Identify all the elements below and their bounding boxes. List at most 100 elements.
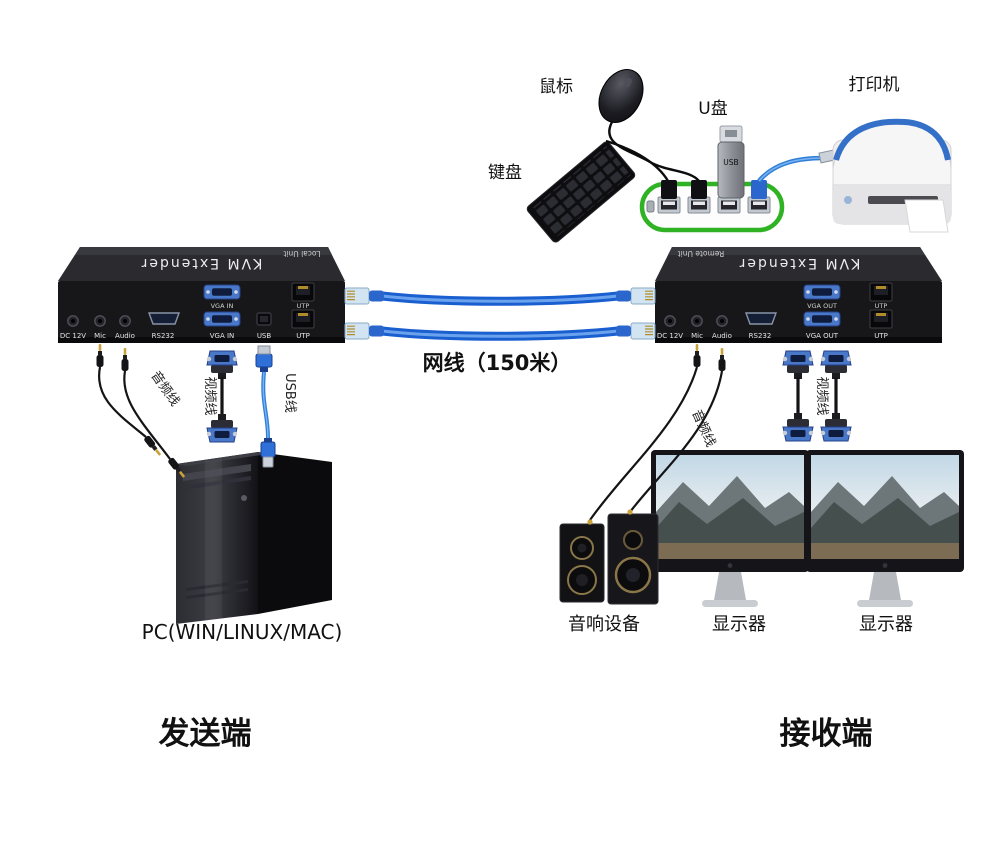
rj45-port-upper-local — [291, 282, 315, 302]
port-label: VGA OUT — [807, 302, 837, 310]
speakers-label: 音响设备 — [568, 614, 640, 635]
port-label: UTP — [874, 332, 888, 340]
vga-connector-icon — [782, 412, 814, 442]
power-button-icon — [241, 495, 247, 501]
kvm-local-device: KVM Extender Local Unit VGA IN UTP DC 12… — [58, 247, 345, 343]
network-cable-label: 网线（150米） — [423, 351, 572, 375]
port-label: VGA IN — [210, 332, 235, 340]
left-usb-cable: USB线 — [255, 345, 297, 468]
mic-jack-local — [94, 315, 106, 327]
vga-port-upper-remote — [803, 284, 841, 300]
usb-flash-drive: USB — [717, 125, 745, 199]
vga-connector-icon — [206, 413, 238, 443]
printer-paper-icon — [904, 199, 949, 233]
port-label: Mic — [691, 332, 703, 340]
pc-label: PC(WIN/LINUX/MAC) — [142, 620, 343, 644]
left-audio-cables: 音频线 — [96, 344, 187, 480]
port-label: Audio — [115, 332, 135, 340]
rj45-plug-icon — [615, 287, 656, 305]
usb-cable-label-left: USB线 — [282, 373, 297, 413]
audio-jack-tip-icon — [627, 509, 633, 515]
usb-plug-icon — [661, 180, 677, 199]
audio-plug-icon — [96, 344, 104, 367]
local-device-brand: KVM Extender — [140, 255, 263, 271]
printer-button-icon — [844, 196, 852, 204]
vga-port-lower-local — [203, 311, 241, 327]
monitor-right — [806, 450, 964, 607]
video-cable-label-right: 视频线 — [814, 376, 829, 415]
vga-connector-icon — [206, 350, 238, 380]
local-device-top — [58, 247, 345, 281]
usb-hub — [639, 180, 785, 233]
speakers — [559, 509, 659, 605]
monitor-left — [651, 450, 809, 607]
audio-jack-remote — [716, 315, 728, 327]
local-device-unit: Local Unit — [283, 249, 320, 258]
monitor-left-label: 显示器 — [712, 614, 766, 635]
usb-drive-label: U盘 — [698, 99, 727, 119]
audio-cable-label-right: 音频线 — [688, 407, 718, 449]
port-label: RS232 — [152, 332, 175, 340]
usb-hub-port-icon — [687, 196, 711, 214]
port-label: DC 12V — [657, 332, 683, 340]
vga-port-lower-remote — [803, 311, 841, 327]
remote-device-brand: KVM Extender — [738, 255, 861, 271]
rj45-port-lower-local — [291, 309, 315, 329]
sender-title: 发送端 — [158, 716, 252, 752]
mouse-wheel-icon — [624, 77, 632, 88]
port-label: VGA OUT — [806, 332, 839, 340]
rj45-plug-icon — [344, 287, 385, 305]
mouse — [598, 69, 700, 182]
port-label: UTP — [875, 302, 888, 310]
rj45-port-upper-remote — [869, 282, 893, 302]
rj45-port-lower-remote — [869, 309, 893, 329]
dc-jack-local — [67, 315, 79, 327]
remote-device-unit: Remote Unit — [678, 249, 725, 258]
rj45-plug-icon — [615, 322, 656, 340]
port-label: Audio — [712, 332, 732, 340]
vga-port-upper-local — [203, 284, 241, 300]
printer-blue-band-icon — [833, 118, 951, 161]
usb-plug-icon — [751, 180, 767, 199]
rs232-port-remote — [745, 312, 777, 325]
pc-tower — [176, 452, 332, 624]
audio-cable-label-left: 音频线 — [148, 368, 183, 409]
keyboard-keys-icon — [531, 145, 631, 239]
right-vga-cables: 视频线 — [782, 350, 852, 442]
audio-plug-icon — [693, 344, 701, 367]
keyboard-label: 键盘 — [488, 163, 522, 183]
left-vga-cable: 视频线 — [202, 350, 238, 443]
usb-hub-port-icon — [657, 196, 681, 214]
usb-plug-icon — [691, 180, 707, 199]
speaker-tweeter-icon — [623, 530, 643, 550]
vga-connector-icon — [782, 350, 814, 380]
audio-plug-icon — [121, 348, 129, 371]
kvm-remote-device: KVM Extender Remote Unit VGA OUT UTP DC … — [655, 247, 942, 343]
rs232-port-local — [148, 312, 180, 325]
printer-label: 打印机 — [849, 75, 900, 95]
mouse-label: 鼠标 — [539, 77, 573, 97]
mouse-body-icon — [598, 69, 644, 123]
vga-connector-icon — [820, 412, 852, 442]
port-label: USB — [257, 332, 272, 340]
mouse-cable — [608, 121, 700, 182]
port-label: UTP — [296, 332, 310, 340]
video-cable-label-left: 视频线 — [202, 376, 217, 415]
mic-jack-remote — [691, 315, 703, 327]
audio-jack-tip-icon — [587, 519, 593, 525]
usb-b-plug-icon — [255, 345, 273, 373]
port-label: Mic — [94, 332, 106, 340]
audio-jack-local — [119, 315, 131, 327]
rj45-plug-icon — [344, 322, 385, 340]
local-device-front — [58, 281, 345, 343]
network-cables: 网线（150米） — [344, 287, 656, 375]
keyboard — [526, 141, 636, 243]
receiver-title: 接收端 — [780, 716, 873, 752]
port-label: DC 12V — [60, 332, 86, 340]
usb-drive-body-icon — [717, 141, 745, 199]
usb-hub-port-icon — [717, 196, 741, 214]
monitor-right-label: 显示器 — [859, 614, 913, 635]
port-label: UTP — [297, 302, 310, 310]
